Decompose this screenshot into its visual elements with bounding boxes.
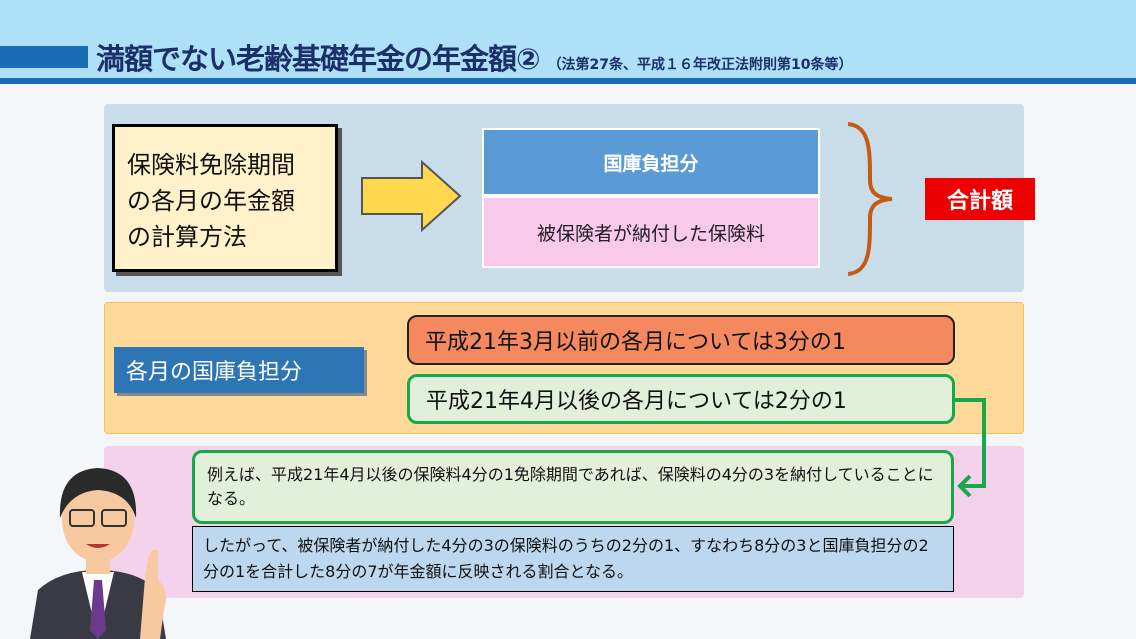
before-h21-box: 平成21年3月以前の各月については3分の1 [407,315,955,365]
example-box: 例えば、平成21年4月以後の保険料4分の1免除期間であれば、保険料の4分の3を納… [192,450,954,524]
connector-arrow-icon [955,398,986,498]
conclusion-box: したがって、被保険者が納付した4分の3の保険料のうちの2分の1、すなわち8分の3… [192,526,954,592]
presenter-illustration [30,468,166,639]
title-text: 満額でない老齢基礎年金の年金額② [96,42,541,76]
insured-paid-box: 被保険者が納付した保険料 [482,196,820,268]
national-share-box: 国庫負担分 [482,128,820,196]
method-line: 保険料免除期間 [127,151,295,179]
title-subtitle: （法第27条、平成１６年改正法附則第10条等） [547,57,853,73]
total-label: 合計額 [925,178,1035,220]
calculation-method-box: 保険料免除期間 の各月の年金額 の計算方法 [112,124,338,272]
brace-icon [847,122,893,276]
header-divider [0,78,1136,84]
header-band [0,0,1136,78]
page-title: 満額でない老齢基礎年金の年金額② （法第27条、平成１６年改正法附則第10条等） [96,36,853,78]
right-arrow-icon [361,160,462,232]
title-marker [0,46,88,68]
after-h21-box: 平成21年4月以後の各月については2分の1 [407,374,955,424]
method-line: の計算方法 [127,223,247,251]
method-line: の各月の年金額 [127,187,295,215]
monthly-national-share-label: 各月の国庫負担分 [114,347,364,393]
